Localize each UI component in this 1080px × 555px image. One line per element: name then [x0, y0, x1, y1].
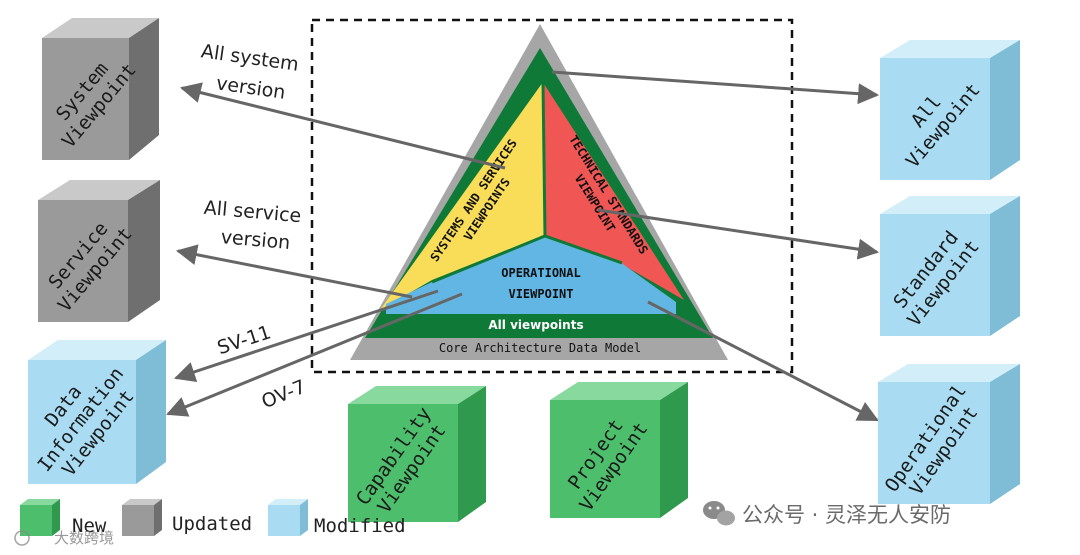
- data-information-viewpoint-cube: Data Information Viewpoint: [28, 340, 166, 484]
- watermark-right-text: 公众号 · 灵泽无人安防: [742, 503, 951, 527]
- operational-label-2: VIEWPOINT: [508, 287, 573, 301]
- arrow-to-data-sv11: [174, 289, 439, 383]
- core-triangle: SYSTEMS AND SERVICES VIEWPOINTS TECHNICA…: [350, 24, 728, 360]
- all-viewpoint-cube: All Viewpoint: [880, 40, 1020, 180]
- capability-viewpoint-cube: Capability Viewpoint: [348, 386, 486, 522]
- legend-modified-label: Modified: [314, 515, 406, 537]
- all-service-label-2: version: [220, 226, 291, 254]
- wechat-icon: [703, 501, 735, 526]
- legend-modified-swatch: [268, 499, 308, 536]
- legend-new-swatch: [20, 499, 60, 536]
- arrow-to-service: [175, 244, 413, 299]
- technical-standards-region: [544, 84, 684, 300]
- operational-label-1: OPERATIONAL: [501, 266, 580, 280]
- watermark-left: 大数跨境: [14, 529, 114, 547]
- ov7-label: OV-7: [259, 376, 309, 413]
- all-service-label-1: All service: [203, 197, 302, 227]
- operational-viewpoint-cube: Operational Viewpoint: [878, 364, 1020, 504]
- legend-new-label: New: [72, 515, 107, 537]
- watermark-left-text: 大数跨境: [54, 529, 114, 547]
- legend-updated-swatch: [122, 499, 162, 536]
- standard-viewpoint-cube: Standard Viewpoint: [880, 196, 1020, 336]
- all-viewpoints-label: All viewpoints: [488, 318, 583, 332]
- watermark-right: 公众号 · 灵泽无人安防: [703, 501, 951, 527]
- arrow-to-standard: [597, 208, 880, 260]
- arrow-to-operational: [647, 300, 879, 422]
- sv11-label: SV-11: [215, 321, 274, 359]
- arrows: [166, 70, 880, 422]
- core-architecture-label: Core Architecture Data Model: [439, 341, 641, 355]
- core-model-boundary: [310, 18, 794, 374]
- project-viewpoint-cube: Project Viewpoint: [550, 382, 688, 518]
- arrow-to-all: [551, 70, 880, 105]
- legend-updated-label: Updated: [172, 513, 252, 535]
- legend: New Updated Modified: [20, 499, 406, 537]
- arrow-to-system: [179, 82, 506, 170]
- system-viewpoint-cube: System Viewpoint: [42, 18, 159, 160]
- watermark-logo-icon: [14, 530, 30, 546]
- all-system-label-1: All system: [200, 40, 300, 75]
- arrow-to-data-ov7: [166, 292, 463, 417]
- systems-services-region: [380, 82, 545, 310]
- service-viewpoint-cube: Service Viewpoint: [38, 180, 160, 322]
